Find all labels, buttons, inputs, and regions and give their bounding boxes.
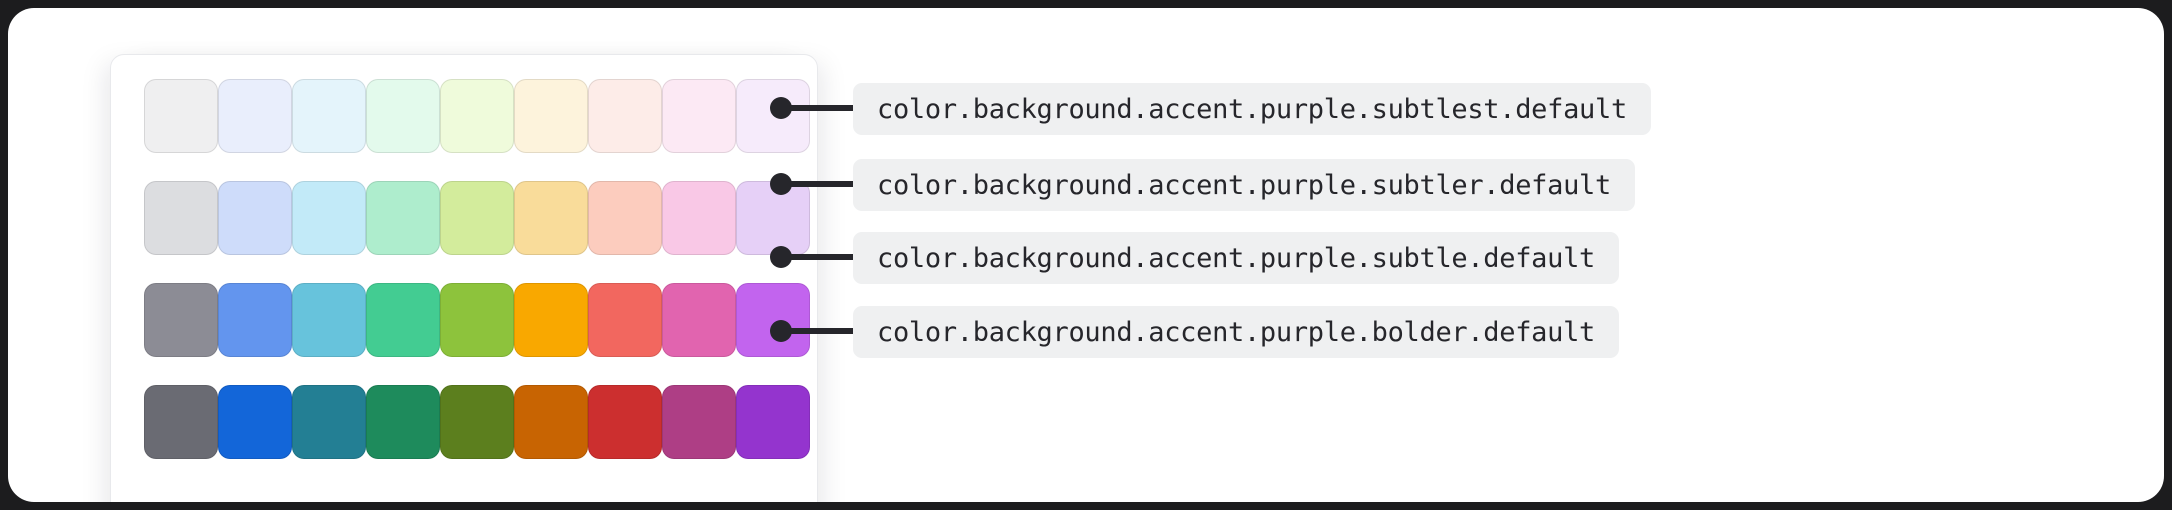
swatch-green-subtlest[interactable]: [366, 79, 440, 153]
swatch-magenta-subtle[interactable]: [662, 283, 736, 357]
outer-card: color.background.accent.purple.subtlest.…: [8, 8, 2164, 502]
swatch-teal-subtlest[interactable]: [292, 79, 366, 153]
swatch-magenta-subtlest[interactable]: [662, 79, 736, 153]
swatch-orange-bolder[interactable]: [514, 385, 588, 459]
swatch-neutral-subtlest[interactable]: [144, 79, 218, 153]
swatch-green-bolder[interactable]: [366, 385, 440, 459]
swatch-red-subtler[interactable]: [588, 181, 662, 255]
swatch-lime-subtle[interactable]: [440, 283, 514, 357]
swatch-teal-subtler[interactable]: [292, 181, 366, 255]
swatch-blue-subtlest[interactable]: [218, 79, 292, 153]
swatch-orange-subtle[interactable]: [514, 283, 588, 357]
swatch-red-subtlest[interactable]: [588, 79, 662, 153]
swatch-lime-subtler[interactable]: [440, 181, 514, 255]
swatch-blue-subtle[interactable]: [218, 283, 292, 357]
token-label-subtler[interactable]: color.background.accent.purple.subtler.d…: [853, 159, 1635, 211]
swatch-purple-subtle[interactable]: [736, 283, 810, 357]
swatch-orange-subtlest[interactable]: [514, 79, 588, 153]
swatch-lime-subtlest[interactable]: [440, 79, 514, 153]
swatch-magenta-bolder[interactable]: [662, 385, 736, 459]
swatch-lime-bolder[interactable]: [440, 385, 514, 459]
swatch-neutral-bolder[interactable]: [144, 385, 218, 459]
swatch-green-subtler[interactable]: [366, 181, 440, 255]
swatch-teal-subtle[interactable]: [292, 283, 366, 357]
token-label-subtlest[interactable]: color.background.accent.purple.subtlest.…: [853, 83, 1651, 135]
swatch-blue-subtler[interactable]: [218, 181, 292, 255]
swatch-orange-subtler[interactable]: [514, 181, 588, 255]
swatch-neutral-subtler[interactable]: [144, 181, 218, 255]
swatch-purple-subtlest[interactable]: [736, 79, 810, 153]
swatch-red-subtle[interactable]: [588, 283, 662, 357]
swatch-blue-bolder[interactable]: [218, 385, 292, 459]
swatch-magenta-subtler[interactable]: [662, 181, 736, 255]
swatch-purple-subtler[interactable]: [736, 181, 810, 255]
swatch-grid: [144, 79, 810, 459]
swatch-red-bolder[interactable]: [588, 385, 662, 459]
token-label-subtle[interactable]: color.background.accent.purple.subtle.de…: [853, 232, 1619, 284]
swatch-green-subtle[interactable]: [366, 283, 440, 357]
color-palette-panel: [110, 54, 818, 502]
swatch-teal-bolder[interactable]: [292, 385, 366, 459]
token-label-bolder[interactable]: color.background.accent.purple.bolder.de…: [853, 306, 1619, 358]
swatch-neutral-subtle[interactable]: [144, 283, 218, 357]
swatch-purple-bolder[interactable]: [736, 385, 810, 459]
